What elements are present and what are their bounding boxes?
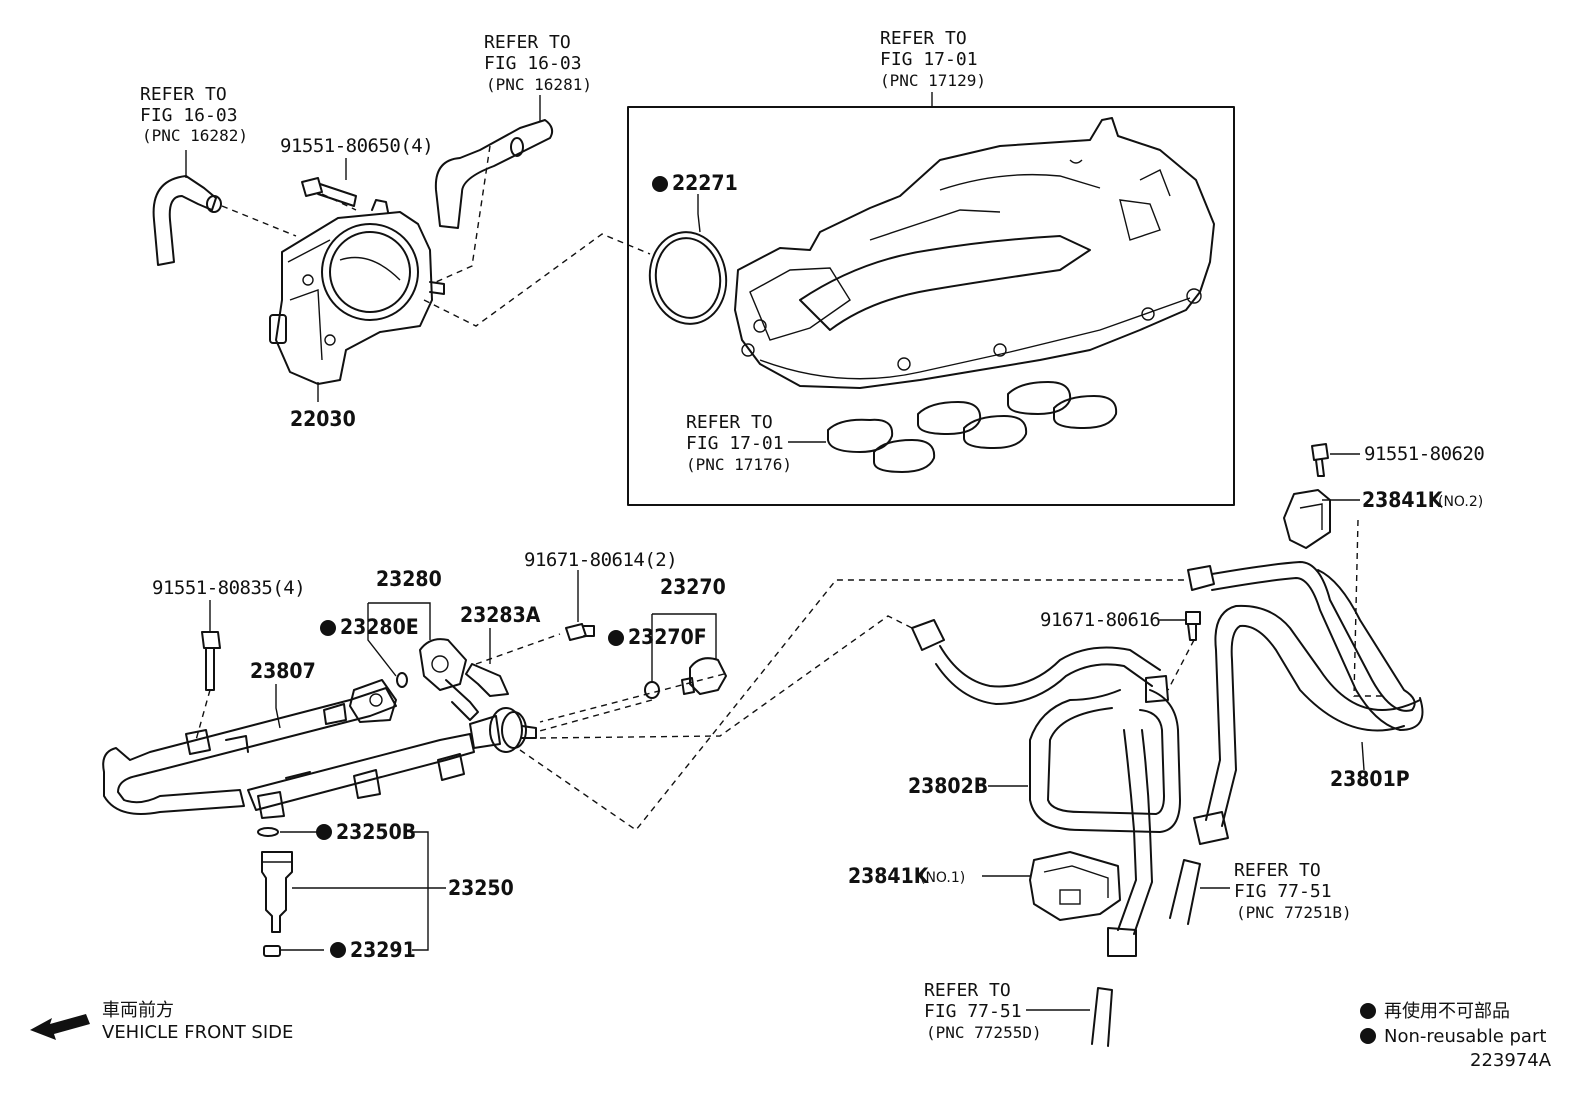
pipe-77255d-drawing bbox=[1091, 987, 1113, 1047]
ref-77251b-label: REFER TO FIG 77-51 (PNC 77251B) bbox=[1234, 860, 1352, 922]
ref-17129-line3: (PNC 17129) bbox=[880, 71, 986, 90]
ref-77255d-label: REFER TO FIG 77-51 (PNC 77255D) bbox=[924, 980, 1042, 1042]
part-23250b[interactable]: 23250B bbox=[336, 820, 416, 844]
part-23807[interactable]: 23807 bbox=[250, 659, 316, 683]
part-23280[interactable]: 23280 bbox=[376, 567, 442, 591]
injector-23250-drawing bbox=[261, 851, 293, 933]
ref-77255d-line1: REFER TO bbox=[924, 980, 1011, 1001]
part-91671-80614[interactable]: 91671-80614(2) bbox=[524, 549, 678, 571]
ref-77255d-line3: (PNC 77255D) bbox=[926, 1023, 1042, 1042]
part-23250[interactable]: 23250 bbox=[448, 876, 514, 900]
ref-17176-line2: FIG 17-01 bbox=[686, 433, 784, 454]
figure-id: 223974A bbox=[1470, 1050, 1552, 1071]
intake-manifold-drawing bbox=[734, 117, 1215, 389]
pipe-77251b-drawing bbox=[1169, 859, 1201, 925]
legend-jp: 再使用不可部品 bbox=[1384, 1001, 1510, 1022]
ref-17129-line1: REFER TO bbox=[880, 28, 967, 49]
hose-23801p-drawing bbox=[1187, 561, 1424, 845]
fuel-rail-lower-drawing bbox=[247, 733, 475, 819]
part-23283a[interactable]: 23283A bbox=[460, 603, 541, 627]
ref-77251b-line3: (PNC 77251B) bbox=[1236, 903, 1352, 922]
part-22271[interactable]: 22271 bbox=[672, 171, 738, 195]
hose-23802b-drawing bbox=[911, 619, 1181, 957]
bullet-23280e bbox=[320, 620, 336, 636]
bolt-91671-80614-drawing bbox=[565, 623, 595, 641]
vehicle-front-en: VEHICLE FRONT SIDE bbox=[102, 1022, 293, 1043]
part-23841k-no2[interactable]: 23841K bbox=[1362, 488, 1444, 512]
bullet-23270f bbox=[608, 630, 624, 646]
ref-77251b-line1: REFER TO bbox=[1234, 860, 1321, 881]
intake-manifold-box bbox=[627, 106, 1235, 506]
ref-17129-line2: FIG 17-01 bbox=[880, 49, 978, 70]
throttle-body-drawing bbox=[269, 199, 445, 385]
ref-77255d-line2: FIG 77-51 bbox=[924, 1001, 1022, 1022]
part-23841k-no1[interactable]: 23841K bbox=[848, 864, 930, 888]
pressure-damper-23270-drawing bbox=[681, 657, 727, 695]
part-91551-80650[interactable]: 91551-80650(4) bbox=[280, 135, 434, 157]
clamp-23841k-no1-drawing bbox=[1029, 851, 1121, 921]
part-91551-80835[interactable]: 91551-80835(4) bbox=[152, 577, 306, 599]
hose-16282-drawing bbox=[152, 175, 222, 266]
bullet-23291 bbox=[330, 942, 346, 958]
oring-23250b-drawing bbox=[257, 827, 279, 837]
assembly-dashed-lines bbox=[195, 145, 1382, 831]
part-23841k-no2-sub: (NO.2) bbox=[1438, 494, 1483, 510]
legend-bullet-en bbox=[1360, 1028, 1376, 1044]
bullet-23250b bbox=[316, 824, 332, 840]
non-reusable-markers bbox=[316, 176, 1376, 1044]
ref-16282-line1: REFER TO bbox=[140, 84, 227, 105]
ref-17129-label: REFER TO FIG 17-01 (PNC 17129) bbox=[880, 28, 986, 90]
gasket-17176-drawing bbox=[827, 381, 1118, 473]
ref-17176-label: REFER TO FIG 17-01 (PNC 17176) bbox=[686, 412, 792, 474]
vehicle-front-arrow bbox=[30, 1014, 90, 1040]
part-23280e[interactable]: 23280E bbox=[340, 615, 419, 639]
vehicle-front-jp: 車両前方 bbox=[102, 1000, 174, 1021]
ref-16281-line3: (PNC 16281) bbox=[486, 75, 592, 94]
hose-16281-drawing bbox=[434, 119, 554, 229]
oring-23280e-drawing bbox=[396, 672, 408, 688]
part-23802b[interactable]: 23802B bbox=[908, 774, 988, 798]
ref-16281-label: REFER TO FIG 16-03 (PNC 16281) bbox=[484, 32, 592, 94]
part-23270[interactable]: 23270 bbox=[660, 575, 726, 599]
oring-23270f-drawing bbox=[644, 681, 660, 699]
bolt-91551-80650-drawing bbox=[301, 177, 357, 207]
leader-lines bbox=[185, 92, 1365, 1011]
ref-16281-line2: FIG 16-03 bbox=[484, 53, 582, 74]
part-91551-80620[interactable]: 91551-80620 bbox=[1364, 443, 1485, 465]
bolt-91551-80835-drawing bbox=[201, 631, 221, 691]
ref-77251b-line2: FIG 77-51 bbox=[1234, 881, 1332, 902]
clip-23283a-drawing bbox=[465, 663, 509, 697]
ref-16282-line3: (PNC 16282) bbox=[142, 126, 248, 145]
clamp-23841k-no2-drawing bbox=[1283, 489, 1331, 549]
part-23841k-no1-sub: (NO.1) bbox=[920, 870, 965, 886]
part-23270f[interactable]: 23270F bbox=[628, 625, 707, 649]
part-22030[interactable]: 22030 bbox=[290, 407, 356, 431]
ref-16282-line2: FIG 16-03 bbox=[140, 105, 238, 126]
gasket-22271-drawing bbox=[648, 231, 728, 325]
ref-17176-line3: (PNC 17176) bbox=[686, 455, 792, 474]
part-91671-80616[interactable]: 91671-80616 bbox=[1040, 609, 1161, 631]
oring-23291-drawing bbox=[263, 945, 281, 957]
ref-17176-line1: REFER TO bbox=[686, 412, 773, 433]
arrow-left-icon bbox=[30, 1014, 90, 1040]
ref-16282-label: REFER TO FIG 16-03 (PNC 16282) bbox=[140, 84, 248, 145]
bolt-91671-80616-drawing bbox=[1185, 611, 1201, 641]
pulsation-damper-drawing bbox=[469, 707, 537, 753]
part-23801p[interactable]: 23801P bbox=[1330, 767, 1410, 791]
ref-16281-line1: REFER TO bbox=[484, 32, 571, 53]
legend-en: Non-reusable part bbox=[1384, 1026, 1546, 1047]
pressure-regulator-23280-drawing bbox=[419, 638, 479, 721]
bullet-22271 bbox=[652, 176, 668, 192]
bolt-91551-80620-drawing bbox=[1311, 443, 1329, 477]
part-23291[interactable]: 23291 bbox=[350, 938, 416, 962]
fuel-rail-23807-drawing bbox=[102, 679, 397, 815]
legend-bullet-jp bbox=[1360, 1003, 1376, 1019]
